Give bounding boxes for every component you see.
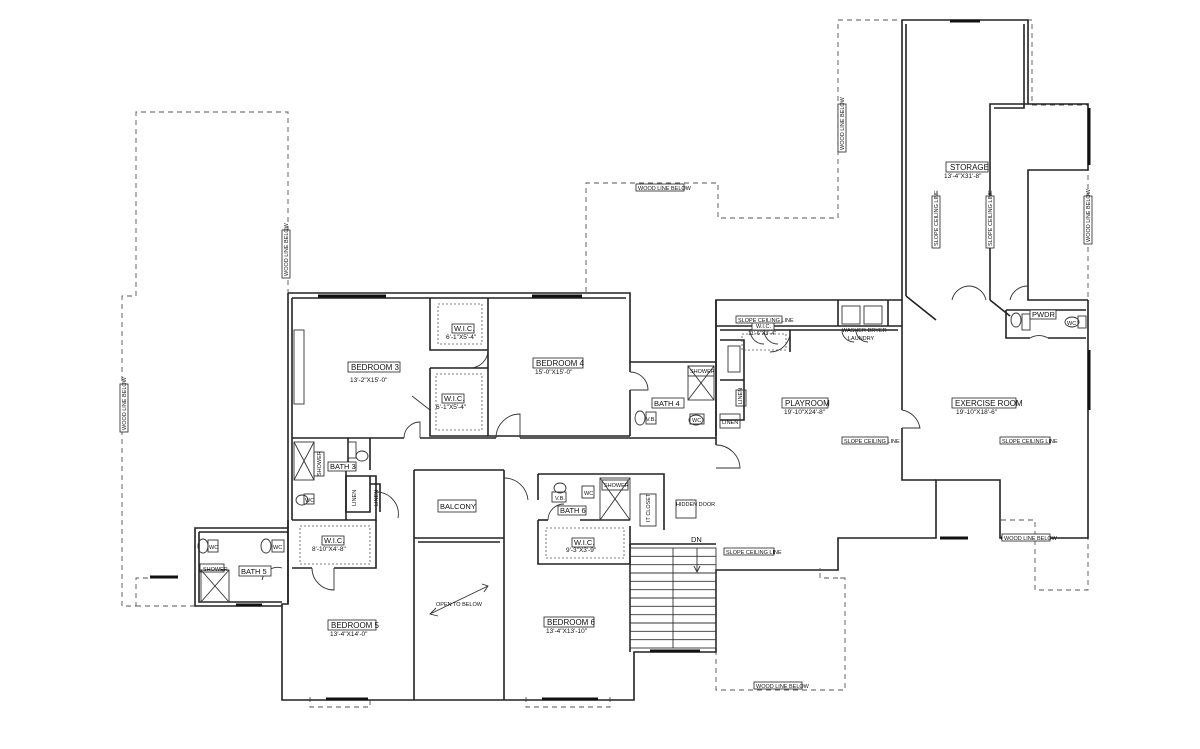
- linen-label: LINEN: [722, 420, 738, 426]
- balcony-label: BALCONY: [440, 502, 476, 511]
- wood-line-label: WOOD LINE BELOW: [1004, 536, 1058, 542]
- fixtures: [197, 305, 1087, 617]
- room-dim: 9'-3"X3'-9": [566, 547, 597, 554]
- room-dim: 15'-0"X15'-0": [535, 369, 573, 376]
- room-name: EXERCISE ROOM: [955, 399, 1023, 408]
- room-playroom: PLAYROOM 19'-10"X24'-8": [781, 397, 830, 416]
- room-name: STORAGE: [950, 163, 989, 172]
- slope-ceiling-label: SLOPE CEILING LINE: [726, 550, 782, 556]
- wood-line-label: WOOD LINE BELOW: [284, 222, 290, 276]
- room-bedroom-6: BEDROOM 6 13'-4"X13'-10": [543, 616, 596, 635]
- closet-outlines: [299, 303, 787, 565]
- door-swings: [261, 285, 1049, 591]
- bath5-label: BATH 5: [241, 567, 267, 576]
- room-dim: 6'-1"X5'-4": [446, 334, 477, 341]
- stair-dn-label: DN: [691, 535, 702, 544]
- hidden-door-label: HIDDEN DOOR: [676, 502, 715, 508]
- room-wic-5: W.I.C. 11'-6"X3'-4": [748, 321, 776, 337]
- washer-dryer-label: WASHER DRYER: [842, 328, 887, 334]
- room-dim: 13'-4"X31'-8": [944, 173, 982, 180]
- room-name: BEDROOM 5: [331, 621, 380, 630]
- stairs: [629, 547, 717, 649]
- wood-line-label: WOOD LINE BELOW: [638, 186, 692, 192]
- vb-label: V.B.: [646, 417, 656, 423]
- slope-ceiling-label: SLOPE CEILING LINE: [1002, 439, 1058, 445]
- room-name: W.I.C.: [324, 536, 344, 545]
- wc-label: WC: [273, 545, 282, 551]
- wood-line-label: WOOD LINE BELOW: [756, 684, 810, 690]
- wc-label: WC: [209, 545, 218, 551]
- room-wic-1: W.I.C. 6'-1"X5'-4": [446, 323, 477, 341]
- room-wic-3: W.I.C. 8'-10"X4'-8": [312, 535, 347, 553]
- windows: [150, 19, 1091, 701]
- room-name: BEDROOM 3: [351, 363, 400, 372]
- wood-line-label: WOOD LINE BELOW: [1086, 188, 1092, 242]
- room-dim: 13'-4"X13'-10": [546, 628, 588, 635]
- room-name: BEDROOM 4: [536, 359, 585, 368]
- wc-label: WC: [584, 491, 593, 497]
- room-dim: 11'-6"X3'-4": [748, 331, 776, 337]
- vb-label: V.B.: [555, 496, 565, 502]
- fixture-labels: BALCONY BATH 3 BATH 4 BATH 5 BATH 6 PWDR…: [203, 309, 1076, 608]
- room-dim: 19'-10"X18'-6": [956, 409, 998, 416]
- room-wic-4: W.I.C. 9'-3"X3'-9": [566, 537, 597, 554]
- room-name: W.I.C.: [574, 538, 594, 547]
- it-closet-label: IT CLOSET: [646, 493, 652, 522]
- room-dim: 8'-10"X4'-8": [312, 546, 347, 553]
- slope-ceiling-label: SLOPE CEILING LINE: [988, 190, 994, 246]
- room-labels: BEDROOM 3 13'-2"X15'-0" BEDROOM 4 15'-0"…: [312, 161, 1023, 638]
- room-dim: 13'-4"X14'-0": [330, 631, 368, 638]
- linen-label: LINEN: [738, 388, 744, 404]
- shower-label: SHOWER: [604, 483, 629, 489]
- linen-label: LINEN: [352, 490, 358, 506]
- room-name: W.I.C.: [454, 324, 474, 333]
- room-name: W.I.C.: [756, 324, 771, 330]
- wc-label: WC: [692, 418, 701, 424]
- bath4-label: BATH 4: [654, 399, 680, 408]
- room-name: W.I.C.: [444, 394, 464, 403]
- wc-label: WC: [1067, 321, 1076, 327]
- room-storage: STORAGE 13'-4"X31'-8": [944, 161, 989, 180]
- room-dim: 19'-10"X24'-8": [784, 409, 826, 416]
- pwdr-label: PWDR.: [1032, 310, 1057, 319]
- open-below-label: OPEN TO BELOW: [436, 602, 483, 608]
- room-wic-2: W.I.C. 6'-1"X5'-4": [436, 393, 467, 411]
- laundry-label: LAUNDRY: [848, 336, 875, 342]
- bath3-label: BATH 3: [330, 462, 356, 471]
- wc-label: WC: [305, 498, 314, 504]
- shower-label: SHOWER: [690, 369, 715, 375]
- bath6-label: BATH 6: [560, 506, 586, 515]
- room-exercise-room: EXERCISE ROOM 19'-10"X18'-6": [951, 397, 1023, 416]
- room-bedroom-4: BEDROOM 4 15'-0"X15'-0": [532, 357, 585, 376]
- annotation-labels: SLOPE CEILING LINE SLOPE CEILING LINE SL…: [119, 96, 1093, 690]
- shower-label: SHOWER: [317, 451, 323, 476]
- room-bedroom-3: BEDROOM 3 13'-2"X15'-0": [347, 361, 401, 384]
- slope-ceiling-label: SLOPE CEILING LINE: [934, 190, 940, 246]
- wood-line-outlines: [121, 19, 1089, 708]
- linen-label: LINEN: [374, 490, 380, 506]
- room-dim: 13'-2"X15'-0": [350, 377, 388, 384]
- slope-ceiling-label: SLOPE CEILING LINE: [844, 439, 900, 445]
- room-name: PLAYROOM: [785, 399, 830, 408]
- interior-walls: [287, 298, 1086, 700]
- room-dim: 6'-1"X5'-4": [436, 404, 467, 411]
- room-bedroom-5: BEDROOM 5 13'-4"X14'-0": [327, 619, 380, 638]
- wood-line-label: WOOD LINE BELOW: [122, 376, 128, 430]
- shower-label: SHOWER: [203, 567, 228, 573]
- slope-ceiling-label: SLOPE CEILING LINE: [738, 318, 794, 324]
- wood-line-label: WOOD LINE BELOW: [840, 96, 846, 150]
- room-name: BEDROOM 6: [547, 618, 596, 627]
